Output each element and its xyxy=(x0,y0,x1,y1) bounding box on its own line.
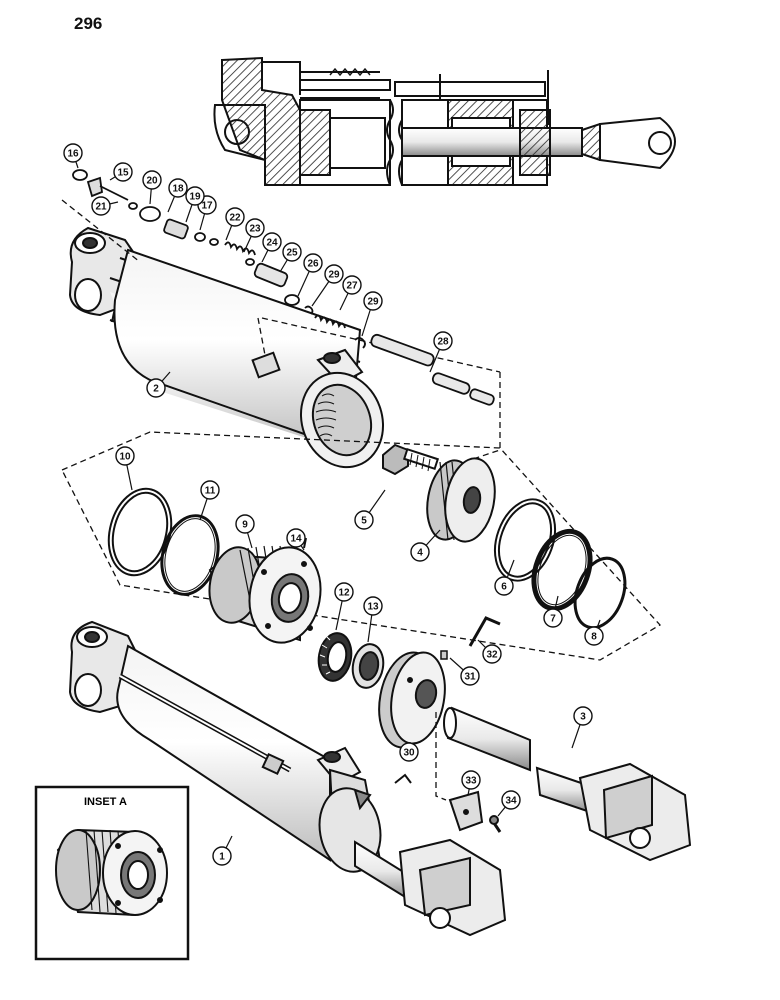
callout-bubble-3 xyxy=(573,706,593,726)
callout-label-11: 11 xyxy=(205,486,216,497)
callout-label-7: 7 xyxy=(550,614,556,625)
callout-label-6: 6 xyxy=(501,582,507,593)
callout-bubble-33 xyxy=(461,770,481,790)
callout-bubble-21 xyxy=(91,196,111,216)
bearing-and-seal xyxy=(317,632,385,689)
callout-label-3: 3 xyxy=(580,712,586,723)
callout-label-26: 26 xyxy=(307,259,319,270)
cylinder-tube-assembly xyxy=(68,226,385,469)
callout-label-20: 20 xyxy=(146,176,158,187)
callout-label-25: 25 xyxy=(286,248,298,259)
callout-bubble-13 xyxy=(363,596,383,616)
callout-label-33: 33 xyxy=(465,776,477,787)
callout-bubble-24 xyxy=(262,232,282,252)
callout-bubble-34 xyxy=(501,790,521,810)
callout-bubble-7 xyxy=(543,608,563,628)
inset-a: INSET A xyxy=(34,785,190,961)
callout-label-31: 31 xyxy=(464,672,476,683)
callout-label-15: 15 xyxy=(117,168,129,179)
valve-parts-chain xyxy=(72,169,495,406)
callout-label-1: 1 xyxy=(219,852,225,863)
callout-bubble-18 xyxy=(168,178,188,198)
callout-bubble-27 xyxy=(342,275,362,295)
callout-bubble-14 xyxy=(286,528,306,548)
gland xyxy=(208,537,322,644)
hex-key-and-setscrew xyxy=(440,616,501,660)
callout-label-27: 27 xyxy=(346,281,358,292)
callout-bubble-30 xyxy=(399,742,419,762)
callout-label-4: 4 xyxy=(417,548,423,559)
callout-bubble-11 xyxy=(200,480,220,500)
seal-rings xyxy=(107,487,220,596)
callout-bubble-16 xyxy=(63,143,83,163)
callout-label-29: 29 xyxy=(367,297,379,308)
callout-bubble-2 xyxy=(146,378,166,398)
callout-label-16: 16 xyxy=(67,149,79,160)
callout-label-28: 28 xyxy=(437,337,449,348)
callout-bubble-29 xyxy=(363,291,383,311)
inset-title: INSET A xyxy=(84,796,127,808)
piston xyxy=(378,651,446,749)
callout-label-18: 18 xyxy=(172,184,184,195)
callout-bubble-26 xyxy=(303,253,323,273)
callout-layer: 1234567891011121314151617181920212223242… xyxy=(63,143,604,866)
callout-bubble-29 xyxy=(324,264,344,284)
callout-label-22: 22 xyxy=(229,213,241,224)
callout-label-12: 12 xyxy=(338,588,350,599)
callout-label-23: 23 xyxy=(249,224,261,235)
dashed-leader-cover xyxy=(435,712,447,801)
callout-label-34: 34 xyxy=(505,796,517,807)
callout-label-2: 2 xyxy=(153,384,159,395)
callout-bubble-19 xyxy=(185,186,205,206)
callout-label-19: 19 xyxy=(189,192,201,203)
callout-bubble-9 xyxy=(235,514,255,534)
callout-bubble-1 xyxy=(212,846,232,866)
callout-label-10: 10 xyxy=(119,452,131,463)
callout-label-30: 30 xyxy=(403,748,415,759)
callout-bubble-6 xyxy=(494,576,514,596)
callout-label-32: 32 xyxy=(486,650,498,661)
cross-section-view xyxy=(213,56,676,186)
callout-bubble-22 xyxy=(225,207,245,227)
cylinder-assembled xyxy=(68,620,507,937)
callout-label-9: 9 xyxy=(242,520,248,531)
piston-rod xyxy=(443,706,692,862)
callout-bubble-12 xyxy=(334,582,354,602)
callout-bubble-23 xyxy=(245,218,265,238)
piston-and-bolt xyxy=(382,443,496,543)
callout-bubble-8 xyxy=(584,626,604,646)
callout-label-13: 13 xyxy=(367,602,379,613)
callout-bubble-10 xyxy=(115,446,135,466)
callout-label-8: 8 xyxy=(591,632,597,643)
dashed-leader-seals xyxy=(61,431,662,661)
callout-label-17: 17 xyxy=(201,201,213,212)
callout-bubble-20 xyxy=(142,170,162,190)
page-number: 296 xyxy=(74,14,103,33)
callout-label-14: 14 xyxy=(290,534,302,545)
callout-label-5: 5 xyxy=(361,516,367,527)
callout-bubble-28 xyxy=(433,331,453,351)
callout-bubble-25 xyxy=(282,242,302,262)
callout-bubble-15 xyxy=(113,162,133,182)
cover-plate-and-screw xyxy=(448,790,502,833)
callout-label-21: 21 xyxy=(95,202,107,213)
callout-bubble-32 xyxy=(482,644,502,664)
callout-bubble-4 xyxy=(410,542,430,562)
callout-bubble-5 xyxy=(354,510,374,530)
piston-rings xyxy=(493,498,627,630)
callout-label-24: 24 xyxy=(266,238,278,249)
callout-label-29: 29 xyxy=(328,270,340,281)
callout-bubble-31 xyxy=(460,666,480,686)
